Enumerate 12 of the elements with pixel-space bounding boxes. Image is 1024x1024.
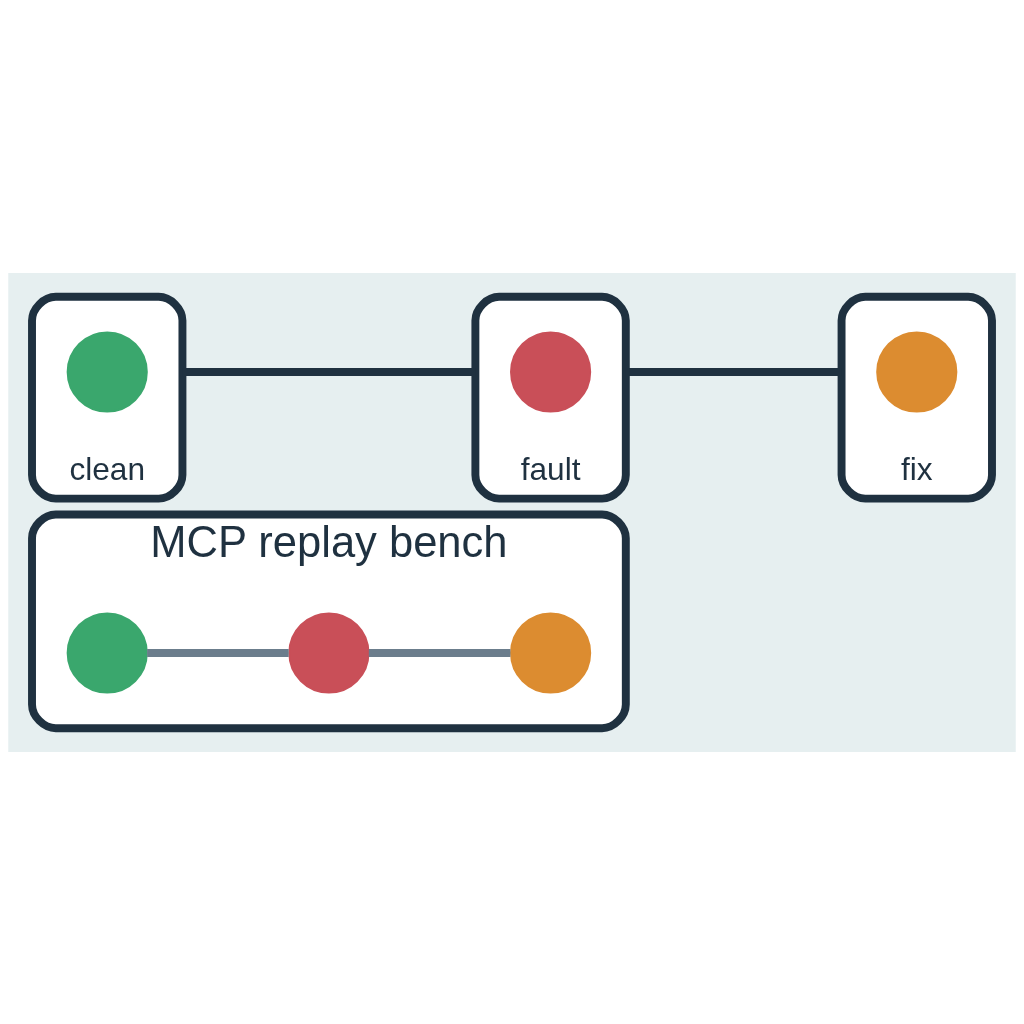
cluster: fix: [837, 292, 996, 503]
cluster: MCP replay bench: [28, 510, 630, 732]
node-circle: [510, 611, 592, 694]
connector: [368, 648, 511, 657]
cluster: fault: [471, 292, 630, 503]
node-circle: [66, 611, 148, 694]
node-circle: [66, 330, 148, 413]
node-circle: [876, 330, 958, 413]
node-circle: [288, 611, 370, 694]
connector: [147, 648, 289, 657]
node-circle: [510, 330, 592, 413]
cluster: clean: [28, 292, 187, 503]
